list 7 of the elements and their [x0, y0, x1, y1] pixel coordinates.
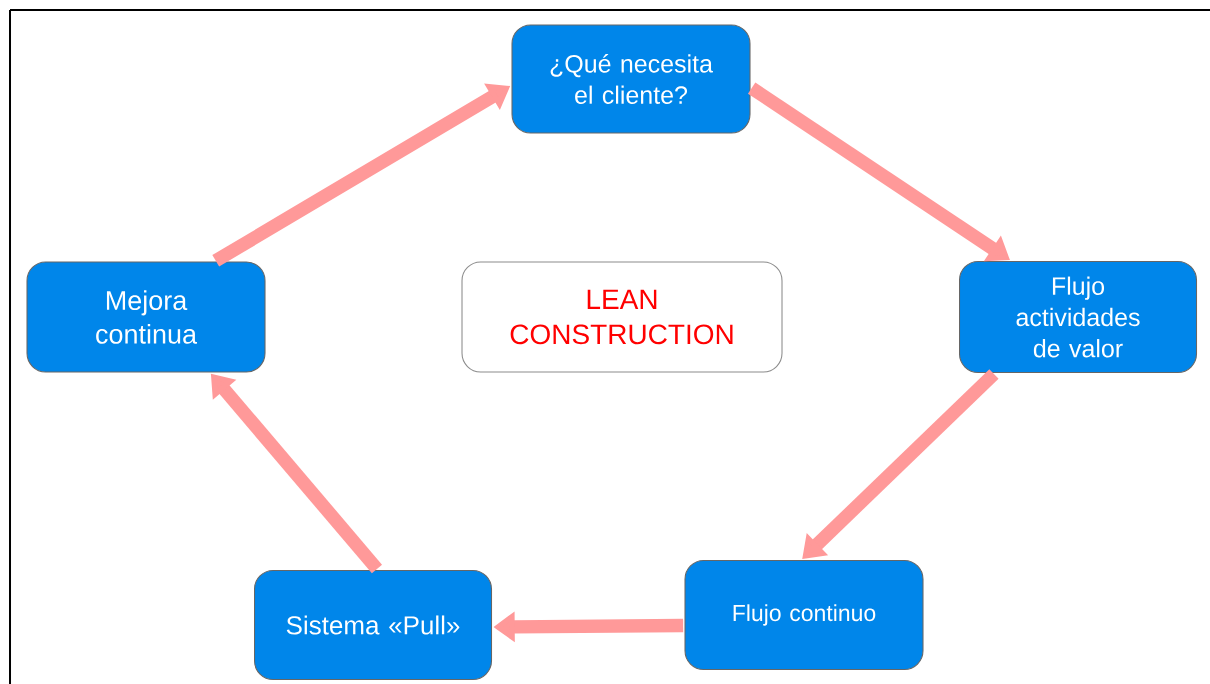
process-box: ¿Qué necesita el cliente?	[511, 24, 751, 134]
process-box: Flujo continuo	[684, 559, 924, 671]
title-box: LEAN CONSTRUCTION	[461, 261, 783, 373]
process-box: Flujo actividades de valor	[958, 260, 1198, 374]
arrow	[802, 369, 999, 559]
process-box: Sistema «Pull»	[253, 569, 493, 681]
process-box: Mejora continua	[26, 261, 266, 373]
